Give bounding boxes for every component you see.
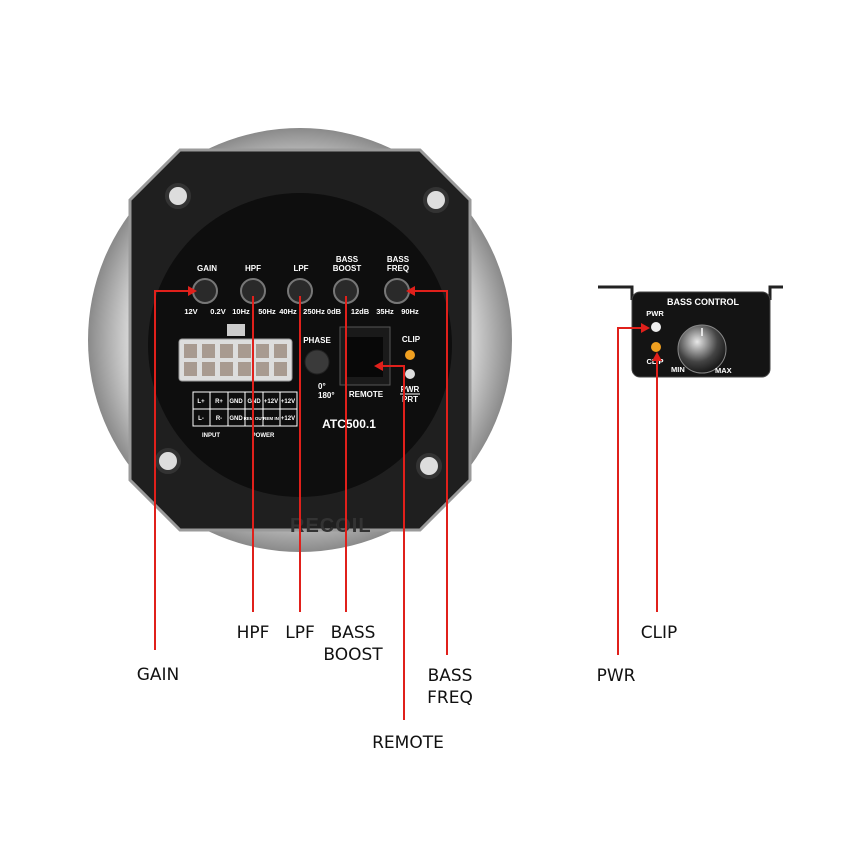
svg-text:50Hz: 50Hz	[258, 307, 276, 316]
remote-title: BASS CONTROL	[667, 297, 740, 307]
terminal-label: GND	[229, 416, 243, 422]
terminal-label: R+	[215, 399, 223, 405]
callout-bass-boost-line1: BASS	[331, 623, 376, 643]
callout-hpf: HPF	[237, 623, 270, 643]
svg-text:BOOST: BOOST	[333, 264, 362, 273]
terminal-label: +12V	[281, 416, 295, 422]
phase-label: PHASE	[303, 336, 331, 345]
power-group-label: POWER	[252, 433, 275, 439]
remote-pwr-led	[651, 322, 661, 332]
power-connector	[178, 324, 293, 382]
callout-lines	[154, 290, 658, 720]
terminal-label: +12V	[264, 399, 278, 405]
callout-bass-boost-line2: BOOST	[323, 645, 383, 665]
arrow-icon	[374, 361, 383, 371]
phase-0-label: 0°	[318, 382, 326, 391]
pwr-callout-line	[617, 327, 645, 655]
lpf-knob[interactable]: LPF 40Hz 250Hz	[279, 264, 325, 316]
svg-text:HPF: HPF	[245, 264, 261, 273]
phase-button[interactable]	[304, 349, 330, 375]
arrow-icon	[652, 352, 662, 361]
callout-lpf: LPF	[285, 623, 315, 643]
svg-text:12dB: 12dB	[351, 307, 370, 316]
svg-text:LPF: LPF	[293, 264, 308, 273]
terminal-label: GND	[247, 399, 261, 405]
screw-hole-icon	[155, 448, 181, 474]
remote-callout-line	[380, 365, 405, 720]
callout-gain: GAIN	[137, 665, 180, 685]
svg-text:BASS: BASS	[336, 255, 359, 264]
bass-control-remote: BASS CONTROL PWR CLIP MIN MAX	[598, 285, 783, 378]
svg-text:250Hz: 250Hz	[303, 307, 325, 316]
terminal-label: +12V	[281, 399, 295, 405]
callout-pwr: PWR	[597, 666, 636, 686]
pwr-label: PWR	[401, 385, 420, 394]
screw-hole-icon	[165, 183, 191, 209]
svg-text:35Hz: 35Hz	[376, 307, 394, 316]
terminal-label: L-	[198, 416, 204, 422]
bass-level-knob[interactable]	[677, 324, 727, 374]
callout-arrowheads	[188, 286, 662, 371]
svg-text:90Hz: 90Hz	[401, 307, 419, 316]
model-label: ATC500.1	[322, 417, 376, 431]
svg-text:10Hz: 10Hz	[232, 307, 250, 316]
arrow-icon	[188, 286, 197, 296]
svg-text:40Hz: 40Hz	[279, 307, 297, 316]
svg-text:GAIN: GAIN	[197, 264, 217, 273]
svg-text:0.2V: 0.2V	[210, 307, 225, 316]
terminal-label: R-	[216, 416, 222, 422]
remote-pwr-label: PWR	[646, 309, 664, 318]
svg-text:FREQ: FREQ	[387, 264, 409, 273]
callout-bass-freq-line2: FREQ	[427, 688, 473, 708]
terminal-label: L+	[197, 399, 205, 405]
remote-clip-led	[651, 342, 661, 352]
arrow-icon	[641, 323, 650, 333]
terminal-label: REM OUT	[244, 416, 265, 421]
remote-label: REMOTE	[349, 390, 384, 399]
callout-bass-freq-line1: BASS	[428, 666, 473, 686]
mounting-bracket	[598, 285, 783, 300]
svg-text:BASS: BASS	[387, 255, 410, 264]
terminal-label: GND	[229, 399, 243, 405]
svg-text:12V: 12V	[184, 307, 197, 316]
arrow-icon	[406, 286, 415, 296]
remote-max-label: MAX	[715, 366, 732, 375]
brand-logo: RECOIL	[290, 515, 372, 537]
clip-led	[405, 350, 415, 360]
input-group-label: INPUT	[202, 433, 220, 439]
callout-remote: REMOTE	[372, 733, 444, 753]
remote-min-label: MIN	[671, 365, 685, 374]
callout-clip: CLIP	[641, 623, 678, 643]
bass-freq-callout-line	[413, 290, 448, 655]
pwr-led	[405, 369, 415, 379]
screw-hole-icon	[423, 187, 449, 213]
gain-callout-line	[154, 290, 190, 650]
phase-180-label: 180°	[318, 391, 335, 400]
hpf-knob[interactable]: HPF 10Hz 50Hz	[232, 264, 276, 316]
terminal-label: REM IN	[263, 416, 279, 421]
prt-label: PRT	[402, 395, 418, 404]
remote-clip-label: CLIP	[646, 357, 663, 366]
clip-label: CLIP	[402, 335, 421, 344]
screw-hole-icon	[416, 453, 442, 479]
svg-text:0dB: 0dB	[327, 307, 342, 316]
bass-boost-knob[interactable]: BASS BOOST 0dB 12dB	[327, 255, 370, 316]
terminal-table	[192, 391, 298, 427]
